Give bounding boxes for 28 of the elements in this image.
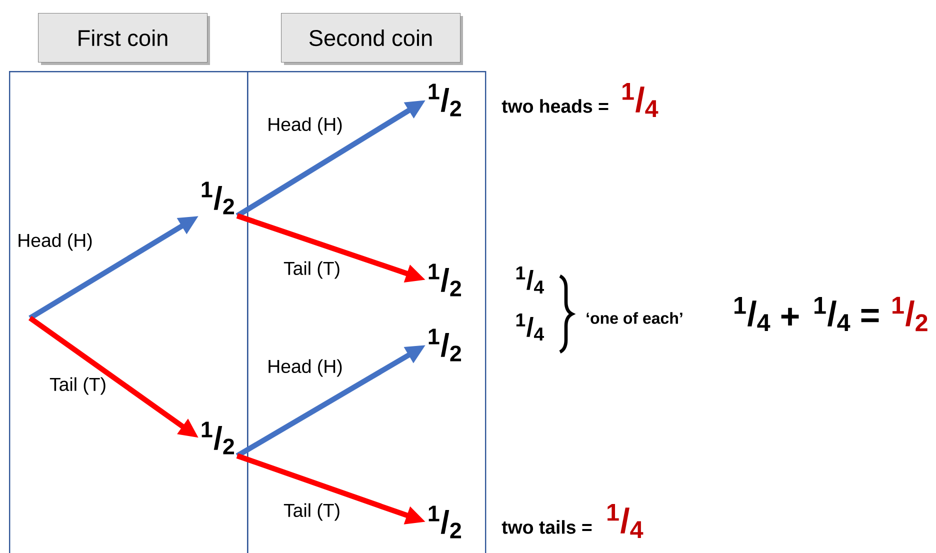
probability-fraction: $^{1}$/$_{2}$ — [428, 84, 462, 116]
result-text: two tails = — [502, 520, 592, 534]
probability-fraction: $^{1}$/$_{2}$ — [202, 422, 234, 454]
note-text: ‘one of each’ — [586, 312, 682, 324]
probability-fraction: $^{1}$/$_{4}$ — [516, 313, 544, 340]
edge-label: Head (H) — [268, 359, 342, 377]
edge-label: Head (H) — [18, 233, 92, 251]
probability-fraction: $^{1}$/$_{2}$ — [428, 506, 462, 538]
math-operator: = — [861, 308, 879, 322]
probability-fraction: $^{1}$/$_{4}$ — [608, 504, 644, 538]
header-box: First coin — [38, 13, 210, 65]
math-operator: + — [781, 308, 799, 326]
edge-label: Tail (T) — [50, 377, 106, 395]
result-text: two heads = — [502, 99, 608, 113]
probability-fraction: $^{1}$/$_{2}$ — [892, 296, 928, 332]
probability-fraction: $^{1}$/$_{2}$ — [428, 264, 462, 296]
probability-fraction: $^{1}$/$_{4}$ — [814, 297, 850, 331]
probability-fraction: $^{1}$/$_{2}$ — [202, 182, 234, 214]
header-box: Second coin — [281, 13, 463, 65]
edge-label: Tail (T) — [284, 261, 340, 279]
panel — [247, 71, 486, 553]
probability-fraction: $^{1}$/$_{4}$ — [734, 297, 770, 331]
panel — [9, 71, 248, 553]
probability-fraction: $^{1}$/$_{2}$ — [428, 328, 462, 362]
edge-label: Head (H) — [268, 117, 342, 135]
probability-fraction: $^{1}$/$_{4}$ — [516, 266, 544, 294]
probability-fraction: $^{1}$/$_{4}$ — [622, 83, 658, 117]
edge-label: Tail (T) — [284, 503, 340, 521]
